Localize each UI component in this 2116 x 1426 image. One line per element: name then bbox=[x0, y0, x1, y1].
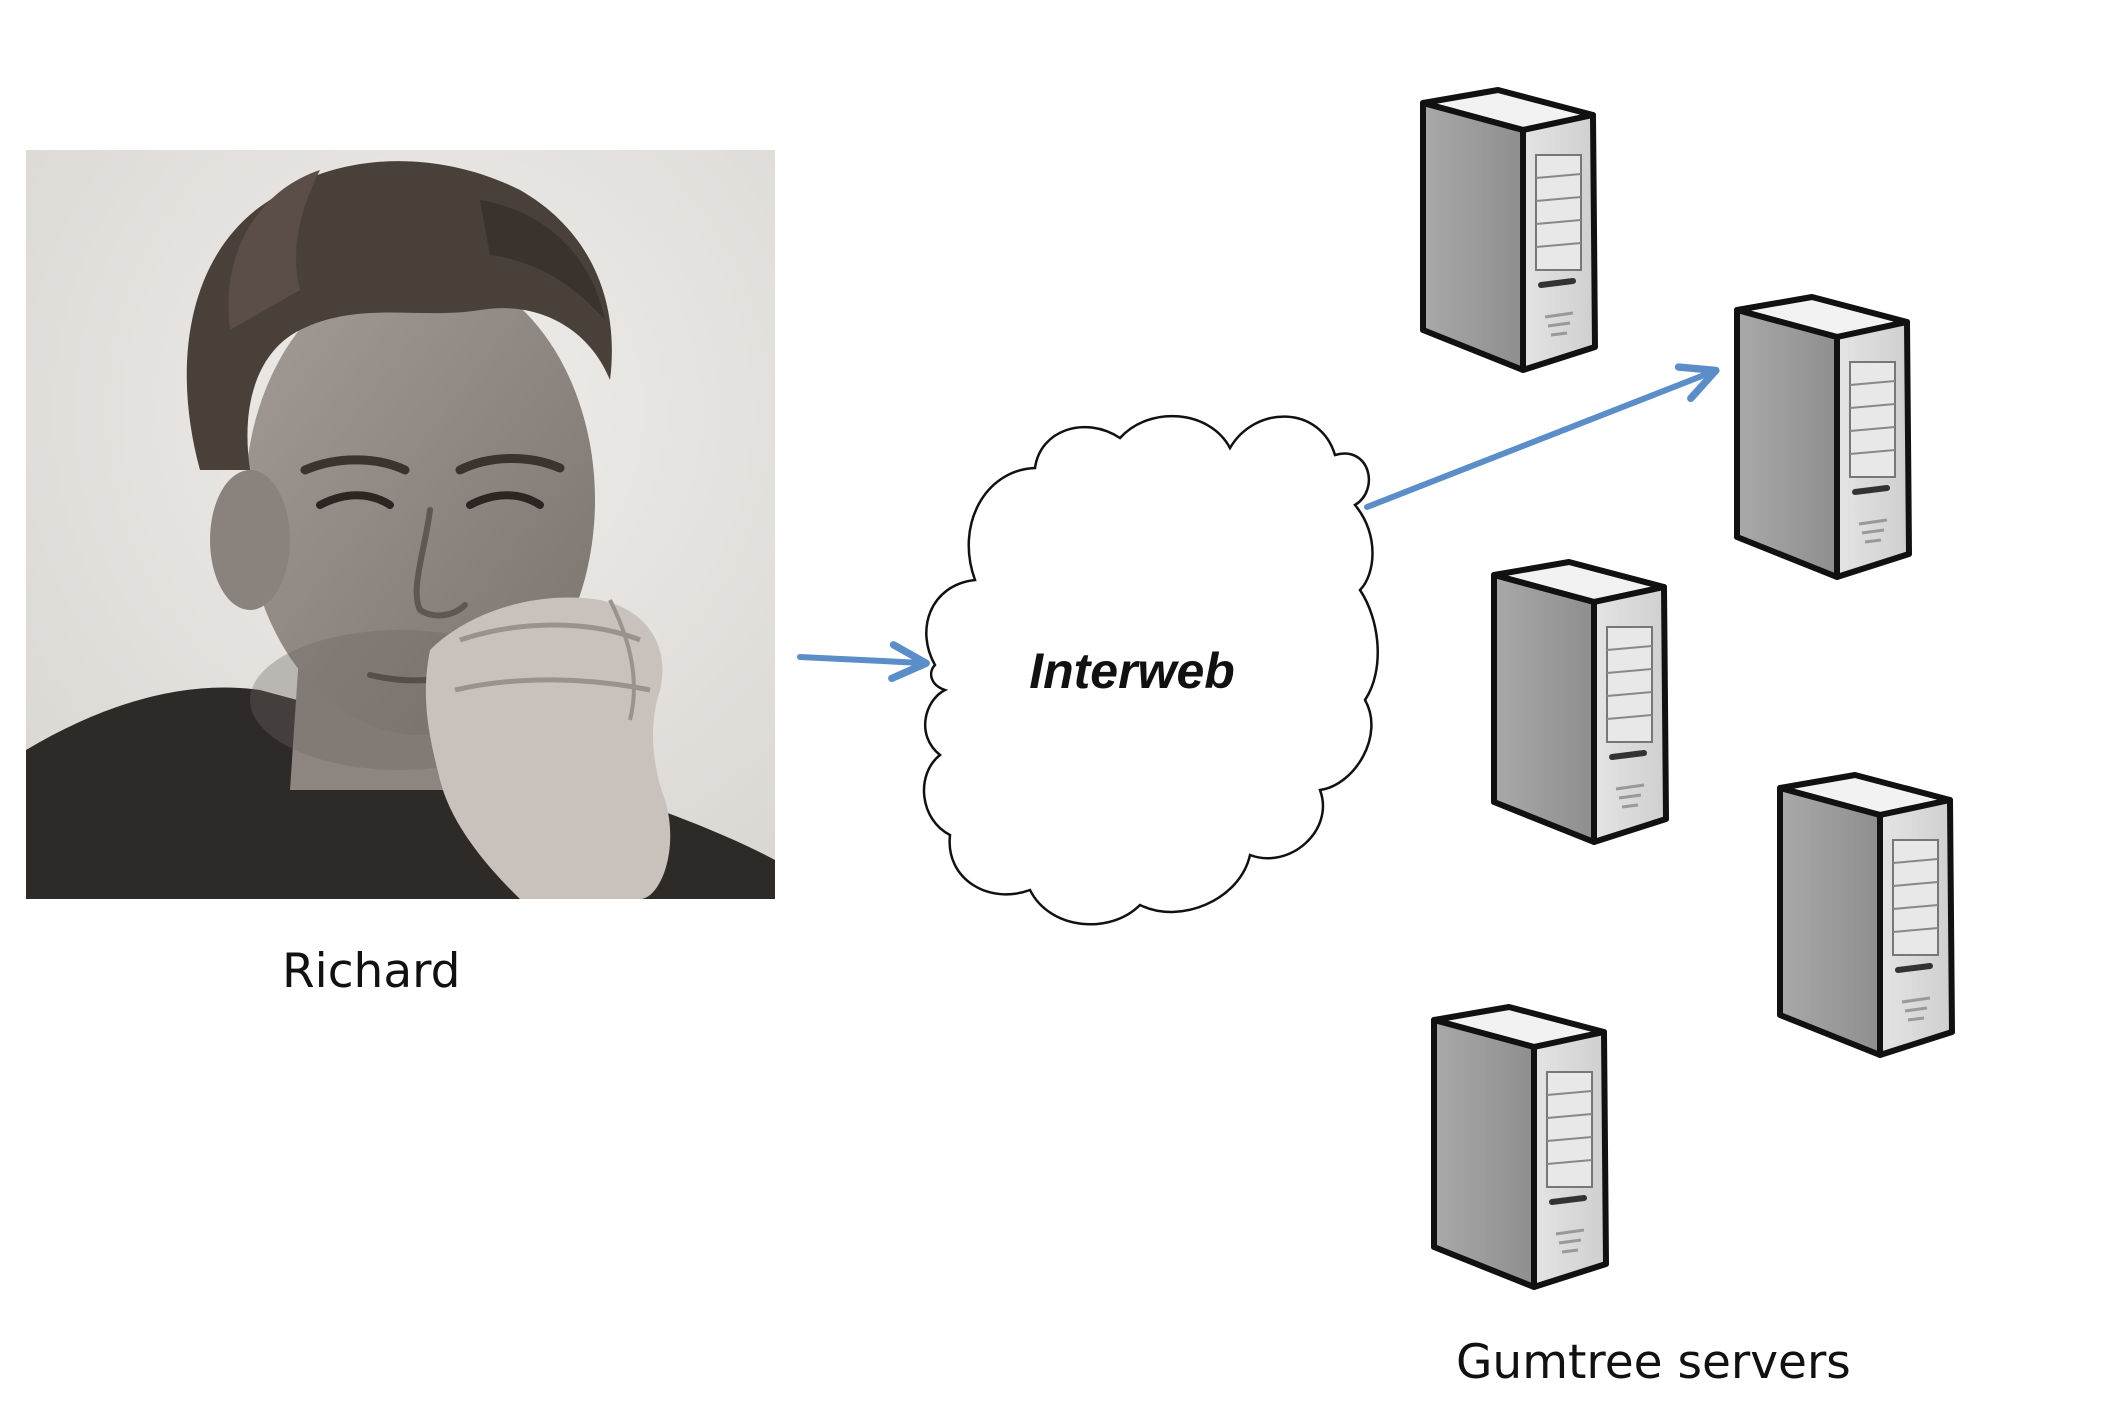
server-tower-icon bbox=[1737, 297, 1909, 577]
server-tower-icon bbox=[1494, 562, 1666, 842]
server-tower-icon bbox=[1423, 90, 1595, 370]
server-tower-icon bbox=[1434, 1007, 1606, 1287]
servers-caption: Gumtree servers bbox=[1456, 1335, 1851, 1390]
cloud-icon bbox=[922, 414, 1379, 926]
portrait-photo bbox=[26, 150, 775, 899]
cloud-label: Interweb bbox=[1029, 643, 1235, 699]
person-name-label: Richard bbox=[282, 944, 461, 999]
server-tower-icon bbox=[1780, 775, 1952, 1055]
arrow-photo-to-cloud bbox=[797, 641, 930, 683]
arrow-cloud-to-server bbox=[1364, 363, 1720, 510]
